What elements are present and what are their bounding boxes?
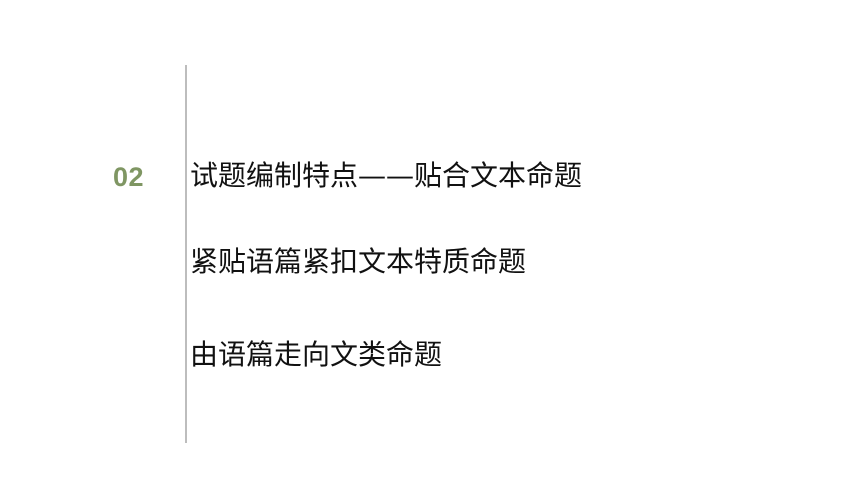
- vertical-divider: [185, 65, 187, 443]
- subheading-line-1: 紧贴语篇紧扣文本特质命题: [190, 245, 527, 278]
- subheading-line-2: 由语篇走向文类命题: [190, 338, 443, 371]
- heading-line: 试题编制特点——贴合文本命题: [190, 159, 583, 192]
- section-number: 02: [113, 162, 145, 192]
